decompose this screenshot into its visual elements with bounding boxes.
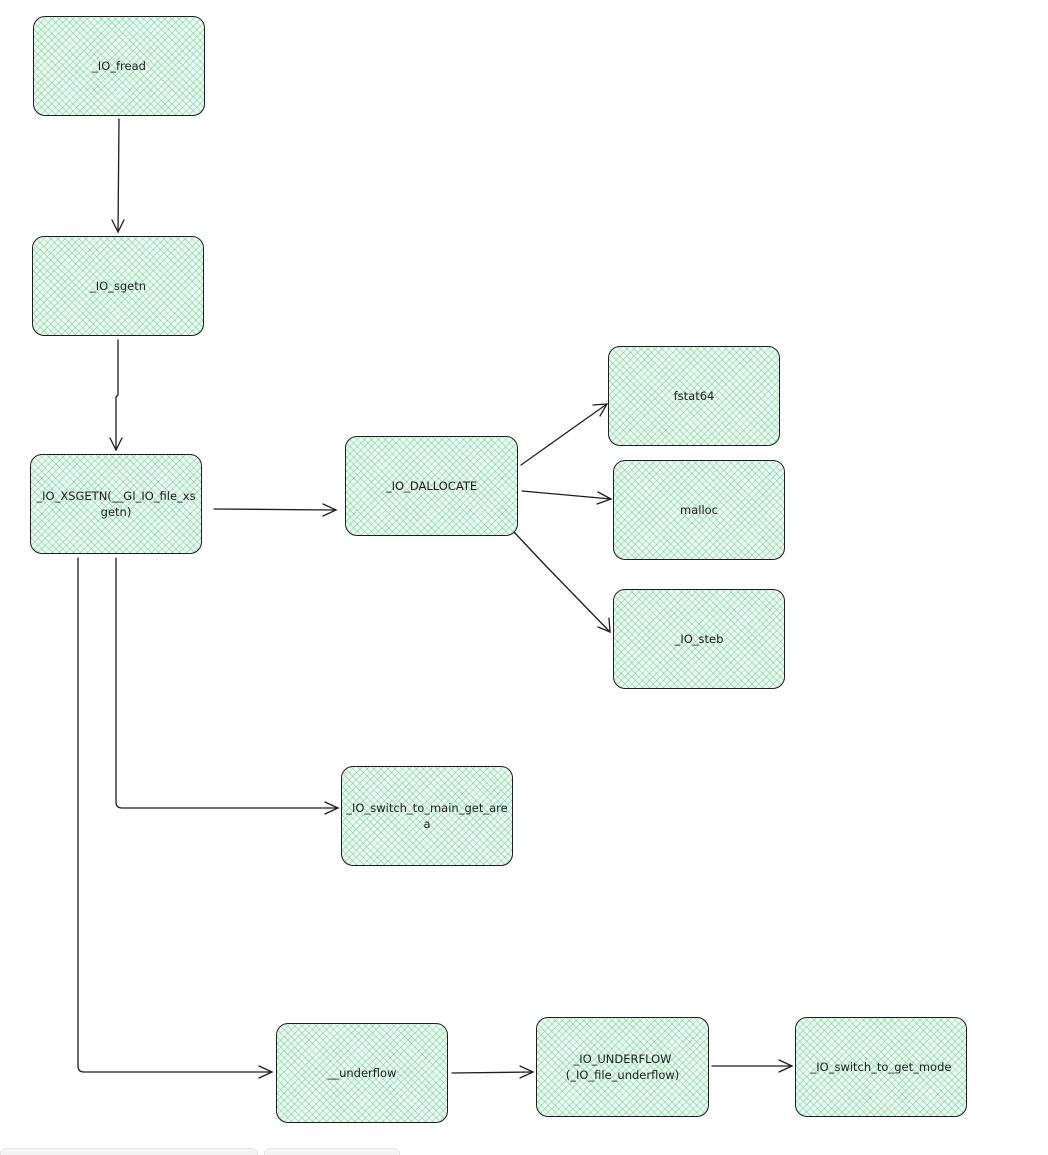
node-underflow[interactable]: __underflow	[276, 1023, 448, 1123]
bottom-toolbar-segment[interactable]	[264, 1148, 400, 1155]
node-io-fread[interactable]: _IO_fread	[33, 16, 205, 116]
node-io-sgetn[interactable]: _IO_sgetn	[32, 236, 204, 336]
edge-underflow-to-io-underflow	[451, 1065, 535, 1079]
node-label: _IO_fread	[92, 59, 146, 73]
edge-dallocate-to-steb	[513, 531, 611, 634]
edge-xsgetn-to-dallocate	[213, 503, 338, 517]
node-label: malloc	[680, 503, 718, 517]
node-label: _IO_DALLOCATE	[385, 479, 478, 493]
node-label: _IO_switch_to_get_mode	[810, 1060, 952, 1074]
node-io-underflow[interactable]: _IO_UNDERFLOW (_IO_file_underflow)	[536, 1017, 709, 1117]
edge-xsgetn-to-switch-main-get-area	[115, 557, 340, 815]
node-io-xsgetn[interactable]: _IO_XSGETN(__GI_IO_file_xsgetn)	[30, 454, 202, 554]
node-label: _IO_steb	[674, 632, 724, 646]
node-label: _IO_sgetn	[89, 279, 147, 293]
node-label: fstat64	[673, 389, 715, 403]
node-label: _IO_UNDERFLOW (_IO_file_underflow)	[565, 1052, 680, 1082]
edge-fread-to-sgetn	[111, 118, 125, 234]
edge-io-underflow-to-switch-get-mode	[711, 1059, 794, 1073]
node-io-steb[interactable]: _IO_steb	[613, 589, 785, 689]
node-io-switch-to-get-mode[interactable]: _IO_switch_to_get_mode	[795, 1017, 967, 1117]
node-malloc[interactable]: malloc	[613, 460, 785, 560]
node-io-switch-to-main-get-area[interactable]: _IO_switch_to_main_get_area	[341, 766, 513, 866]
node-label: _IO_switch_to_main_get_area	[346, 801, 508, 831]
node-label: _IO_XSGETN(__GI_IO_file_xsgetn)	[36, 489, 196, 519]
node-io-dallocate[interactable]: _IO_DALLOCATE	[345, 436, 518, 536]
bottom-toolbar-segment[interactable]	[0, 1148, 258, 1155]
edge-sgetn-to-xsgetn	[109, 339, 123, 452]
edge-dallocate-to-fstat64	[520, 403, 609, 466]
node-label: __underflow	[327, 1066, 397, 1080]
node-fstat64[interactable]: fstat64	[608, 346, 780, 446]
edge-dallocate-to-malloc	[521, 490, 613, 505]
edge-xsgetn-to-underflow	[77, 557, 274, 1079]
